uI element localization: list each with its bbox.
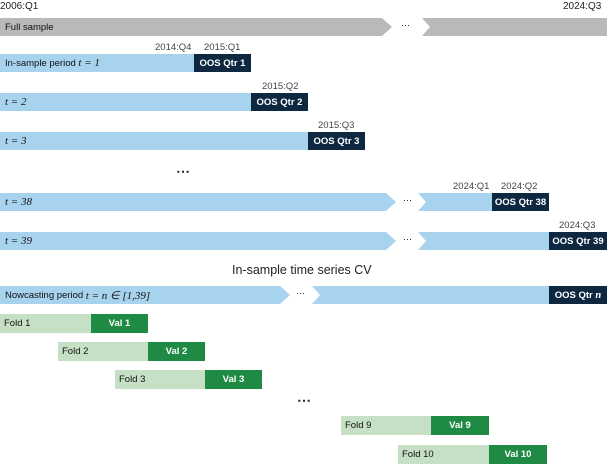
row39-date-oos: 2024:Q3 (559, 220, 596, 231)
row2-label-box: t = 2 (0, 93, 251, 111)
row2-date-oos: 2015:Q2 (262, 81, 299, 92)
fold-10: Fold 10 (398, 445, 489, 464)
val-3: Val 3 (205, 370, 262, 389)
in-sample-bar-3 (0, 132, 308, 150)
row38-label-box: t = 38 (0, 193, 300, 211)
in-sample-bar-2 (0, 93, 251, 111)
oos-qtr-1: OOS Qtr 1 (194, 54, 251, 72)
oos-qtr-n-math: n (595, 289, 602, 301)
oos-qtr-n: OOS Qtr n (549, 286, 607, 304)
row1-label-prefix: In-sample period (5, 57, 76, 69)
fold-2: Fold 2 (58, 342, 148, 361)
in-sample-bar-38-right (418, 193, 492, 211)
row3-label-box: t = 3 (0, 132, 308, 150)
row38-label-math: t = 38 (5, 196, 32, 208)
val-9: Val 9 (431, 416, 489, 435)
start-date-label: 2006:Q1 (0, 1, 39, 12)
nowcasting-label: Nowcasting period t = n ∈ [1,39] (5, 286, 150, 304)
oos-qtr-39: OOS Qtr 39 (549, 232, 607, 250)
val-10: Val 10 (489, 445, 547, 464)
oos-qtr-38: OOS Qtr 38 (492, 193, 549, 211)
full-sample-ellipsis: ⋯ (401, 20, 411, 30)
row39-label-math: t = 39 (5, 235, 32, 247)
nowcasting-bar-left (0, 286, 290, 304)
folds-gap-ellipsis: ⋯ (297, 392, 312, 408)
in-sample-bar-38-left (0, 193, 396, 211)
row38-date-oos: 2024:Q2 (501, 181, 538, 192)
nowcasting-label-box: Nowcasting period t = n ∈ [1,39] (0, 286, 280, 304)
oos-qtr-3: OOS Qtr 3 (308, 132, 365, 150)
oos-qtr-2: OOS Qtr 2 (251, 93, 308, 111)
full-sample-arrow-left (0, 18, 392, 36)
in-sample-bar-1 (0, 54, 194, 72)
row3-label-math: t = 3 (5, 135, 27, 147)
row1-label-box: In-sample period t = 1 (0, 54, 194, 72)
row2-label: t = 2 (5, 93, 26, 111)
row3-label: t = 3 (5, 132, 26, 150)
rows-gap-ellipsis: ⋯ (176, 163, 191, 179)
row3-date-oos: 2015:Q3 (318, 120, 355, 131)
full-sample-arrow-right (422, 18, 607, 36)
row38-ellipsis: ⋯ (403, 195, 413, 205)
full-sample-row: Full sample (0, 18, 200, 36)
row38-date-before: 2024:Q1 (453, 181, 490, 192)
row39-label: t = 39 (5, 232, 32, 250)
nowcasting-ellipsis: ⋯ (296, 288, 306, 298)
oos-qtr-n-prefix: OOS Qtr (554, 289, 593, 301)
nowcasting-label-math: t = n ∈ [1,39] (85, 289, 151, 302)
in-sample-bar-39-right (418, 232, 549, 250)
nowcasting-bar-right (312, 286, 549, 304)
nowcasting-label-prefix: Nowcasting period (5, 289, 84, 301)
row39-label-box: t = 39 (0, 232, 300, 250)
row2-label-math: t = 2 (5, 96, 27, 108)
row1-date-oos: 2015:Q1 (204, 42, 241, 53)
row1-label: In-sample period t = 1 (5, 54, 100, 72)
val-1: Val 1 (91, 314, 148, 333)
fold-9: Fold 9 (341, 416, 431, 435)
full-sample-label: Full sample (5, 21, 54, 33)
val-2: Val 2 (148, 342, 205, 361)
fold-3: Fold 3 (115, 370, 205, 389)
in-sample-bar-39-left (0, 232, 396, 250)
end-date-label: 2024:Q3 (563, 1, 602, 12)
row39-ellipsis: ⋯ (403, 234, 413, 244)
row1-date-before: 2014:Q4 (155, 42, 192, 53)
row38-label: t = 38 (5, 193, 32, 211)
fold-1: Fold 1 (0, 314, 91, 333)
cv-section-title: In-sample time series CV (232, 263, 372, 277)
row1-label-math: t = 1 (78, 57, 100, 69)
